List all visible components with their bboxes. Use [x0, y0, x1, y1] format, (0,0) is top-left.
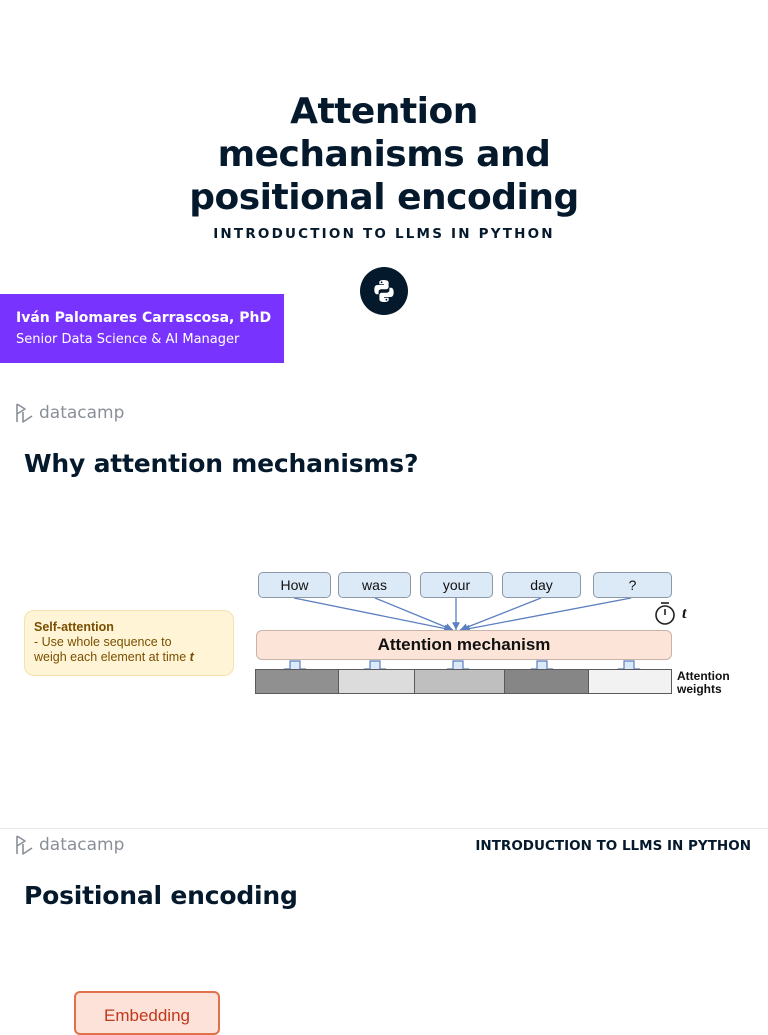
slide-heading-attention: Why attention mechanisms? [24, 449, 419, 478]
attention-weight-cell [504, 669, 589, 694]
datacamp-logo: datacamp [15, 834, 124, 856]
arrow-how [293, 597, 453, 633]
arrow-question [461, 597, 632, 633]
time-t-label: t [682, 605, 687, 622]
token-how: How [258, 572, 331, 598]
attention-weight-cell [588, 669, 672, 694]
title-line-1: Attention [290, 91, 478, 132]
self-attention-note: Self-attention - Use whole sequence to w… [24, 610, 234, 676]
datacamp-mark-icon [16, 403, 33, 423]
datacamp-logo: datacamp [15, 402, 124, 424]
attention-mechanism-box: Attention mechanism [256, 630, 672, 660]
note-line-2: weigh each element at time t [34, 650, 194, 664]
token-day: day [502, 572, 581, 598]
attention-arrows [283, 597, 675, 680]
attention-weight-cell [338, 669, 415, 694]
embedding-box: Embedding [74, 991, 220, 1035]
stopwatch-icon [655, 602, 675, 625]
slide-divider [0, 828, 768, 829]
title-line-2: mechanisms and [217, 134, 551, 175]
title-slide: Attention mechanisms and positional enco… [0, 0, 768, 390]
token-question: ? [593, 572, 672, 598]
note-title: Self-attention [34, 620, 114, 634]
attention-weight-cell [414, 669, 505, 694]
token-was: was [338, 572, 411, 598]
arrow-was [374, 597, 454, 631]
title-line-3: positional encoding [189, 177, 579, 218]
attention-weights-label: Attention weights [677, 669, 730, 696]
datacamp-wordmark: datacamp [39, 835, 125, 855]
datacamp-wordmark: datacamp [39, 403, 125, 423]
author-role: Senior Data Science & AI Manager [16, 332, 240, 347]
author-name: Iván Palomares Carrascosa, PhD [16, 310, 272, 326]
author-card: Iván Palomares Carrascosa, PhD Senior Da… [0, 294, 284, 363]
token-your: your [420, 572, 493, 598]
note-time-t: t [189, 650, 194, 664]
note-line-1: - Use whole sequence to [34, 635, 172, 649]
footer-course-title: INTRODUCTION TO LLMS IN PYTHON [475, 838, 751, 854]
datacamp-mark-icon [16, 835, 33, 855]
attention-weight-cell [255, 669, 339, 694]
slide-title: Attention mechanisms and positional enco… [0, 90, 768, 219]
course-subtitle: INTRODUCTION TO LLMS IN PYTHON [213, 226, 555, 242]
slide-heading-positional: Positional encoding [24, 881, 298, 910]
arrow-day [459, 597, 542, 631]
python-logo-icon [360, 267, 408, 315]
